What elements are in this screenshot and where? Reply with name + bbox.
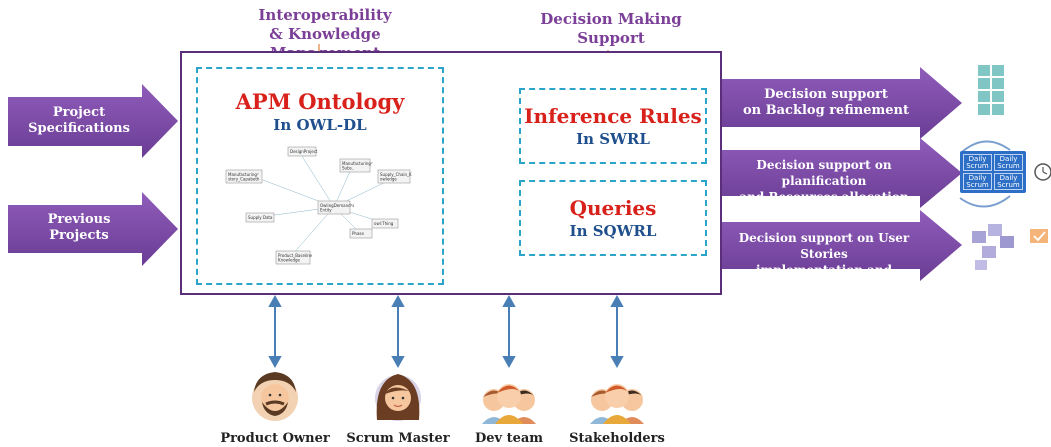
dev-team-avatar bbox=[482, 384, 536, 424]
product-owner-connector bbox=[268, 294, 282, 369]
project-specifications-label: Project Specifications bbox=[28, 105, 130, 136]
ontology-node-label: Phase bbox=[352, 231, 364, 236]
daily-scrum-cell: Daily Scrum bbox=[963, 173, 992, 190]
queries-title: Queries bbox=[569, 196, 657, 220]
ontology-subtitle: In OWL-DL bbox=[273, 116, 367, 134]
dev-team-label: Dev team bbox=[474, 431, 544, 446]
ontology-node-label: DesignProject bbox=[290, 149, 318, 154]
ontology-box: APM Ontology In OWL-DL DesignProject bbox=[196, 67, 444, 285]
ontology-title: APM Ontology bbox=[235, 89, 405, 114]
inference-rules-title: Inference Rules bbox=[524, 104, 702, 128]
planification-output-label: Decision support on planification and Re… bbox=[739, 158, 909, 204]
main-framework-box: APM Ontology In OWL-DL DesignProject bbox=[180, 51, 722, 295]
product-owner-label: Product Owner bbox=[220, 431, 330, 446]
user-stories-output-arrow bbox=[722, 210, 962, 281]
daily-scrum-card: Daily Scrum Daily Scrum Daily Scrum Dail… bbox=[960, 151, 1026, 193]
scrum-cycle-icon bbox=[959, 140, 1011, 208]
clock-icon bbox=[1034, 163, 1051, 181]
stakeholders-avatar bbox=[590, 384, 644, 424]
daily-scrum-cell: Daily Scrum bbox=[994, 173, 1023, 190]
decision-making-label: Decision Making Support bbox=[540, 10, 682, 47]
backlog-output-arrow bbox=[722, 67, 962, 139]
user-stories-output-label: Decision support on User Stories impleme… bbox=[738, 231, 910, 293]
project-specifications-arrow bbox=[8, 84, 178, 158]
daily-scrum-cell: Daily Scrum bbox=[994, 154, 1023, 171]
stakeholders-label: Stakeholders bbox=[569, 431, 665, 446]
scrum-master-avatar bbox=[375, 374, 421, 421]
backlog-output-label: Decision support on Backlog refinement bbox=[743, 87, 909, 118]
inference-rules-box: Inference Rules In SWRL bbox=[519, 88, 707, 164]
checkmark-icon bbox=[1030, 229, 1048, 243]
backlog-grid-icon bbox=[978, 65, 1004, 115]
scrum-master-label: Scrum Master bbox=[346, 431, 450, 446]
dev-team-connector bbox=[502, 294, 516, 369]
daily-scrum-cell: Daily Scrum bbox=[963, 154, 992, 171]
ontology-node-label: Supply Data bbox=[248, 215, 273, 220]
stakeholders-connector bbox=[610, 294, 624, 369]
queries-box: Queries In SQWRL bbox=[519, 180, 707, 256]
inference-rules-subtitle: In SWRL bbox=[576, 130, 650, 148]
scrum-master-connector bbox=[391, 294, 405, 369]
planification-output-arrow bbox=[722, 138, 962, 208]
previous-projects-arrow bbox=[8, 192, 178, 266]
queries-subtitle: In SQWRL bbox=[569, 222, 657, 240]
sticky-notes-icon bbox=[972, 224, 1014, 270]
ontology-node-label: owl:Thing bbox=[374, 221, 394, 226]
product-owner-avatar bbox=[252, 372, 298, 421]
previous-projects-label: Previous Projects bbox=[47, 212, 111, 243]
